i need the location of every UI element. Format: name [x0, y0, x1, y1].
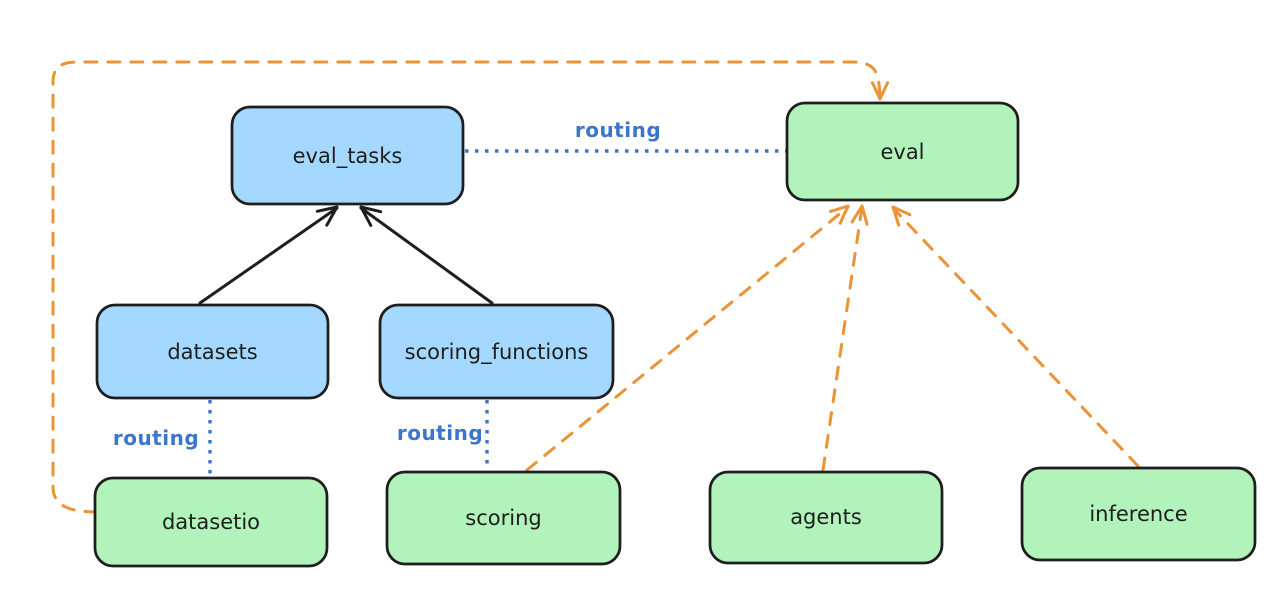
edge-datasetio-eval [51, 60, 882, 514]
node-eval-box [785, 101, 1020, 202]
node-eval_tasks: eval_tasks [230, 105, 465, 206]
node-datasetio-box [93, 476, 329, 568]
node-datasets: datasets [95, 303, 330, 400]
node-scoring-box [385, 470, 622, 566]
node-eval-label: eval [880, 140, 924, 164]
node-scoring_functions: scoring_functions [378, 303, 615, 400]
node-scoring_functions-box [378, 303, 615, 400]
node-scoring_functions-label: scoring_functions [405, 340, 589, 365]
node-scoring: scoring [385, 470, 622, 566]
edge-label-routing-top: routing [575, 118, 661, 142]
node-eval_tasks-box [230, 105, 465, 206]
edge-scoring_functions-eval_tasks [359, 206, 494, 305]
edge-agents-eval [821, 205, 864, 472]
arrowhead-inference-eval [891, 205, 912, 227]
node-agents-box [708, 470, 944, 565]
arrowhead-datasets-eval_tasks [315, 205, 339, 227]
node-inference-label: inference [1089, 502, 1187, 526]
edge-label-routing-left: routing [113, 426, 199, 450]
arrowhead-scoring-eval [829, 204, 850, 225]
edge-datasets-eval_tasks [198, 206, 339, 305]
node-agents: agents [708, 470, 944, 565]
node-datasetio: datasetio [93, 476, 329, 568]
node-eval: eval [785, 101, 1020, 202]
node-datasets-label: datasets [167, 340, 257, 364]
edge-label-routing-middle: routing [397, 421, 483, 445]
arrowhead-datasetio-eval [870, 81, 890, 101]
node-eval_tasks-label: eval_tasks [293, 144, 403, 169]
node-inference-box [1020, 466, 1257, 562]
arrowhead-scoring_functions-eval_tasks [359, 205, 383, 227]
node-datasets-box [95, 303, 330, 400]
node-scoring-label: scoring [465, 506, 541, 530]
node-agents-label: agents [790, 505, 862, 529]
arrowhead-agents-eval [850, 204, 869, 226]
edge-scoring-eval [525, 205, 850, 472]
node-inference: inference [1020, 466, 1257, 562]
edge-inference-eval [891, 206, 1140, 468]
node-datasetio-label: datasetio [162, 510, 260, 534]
